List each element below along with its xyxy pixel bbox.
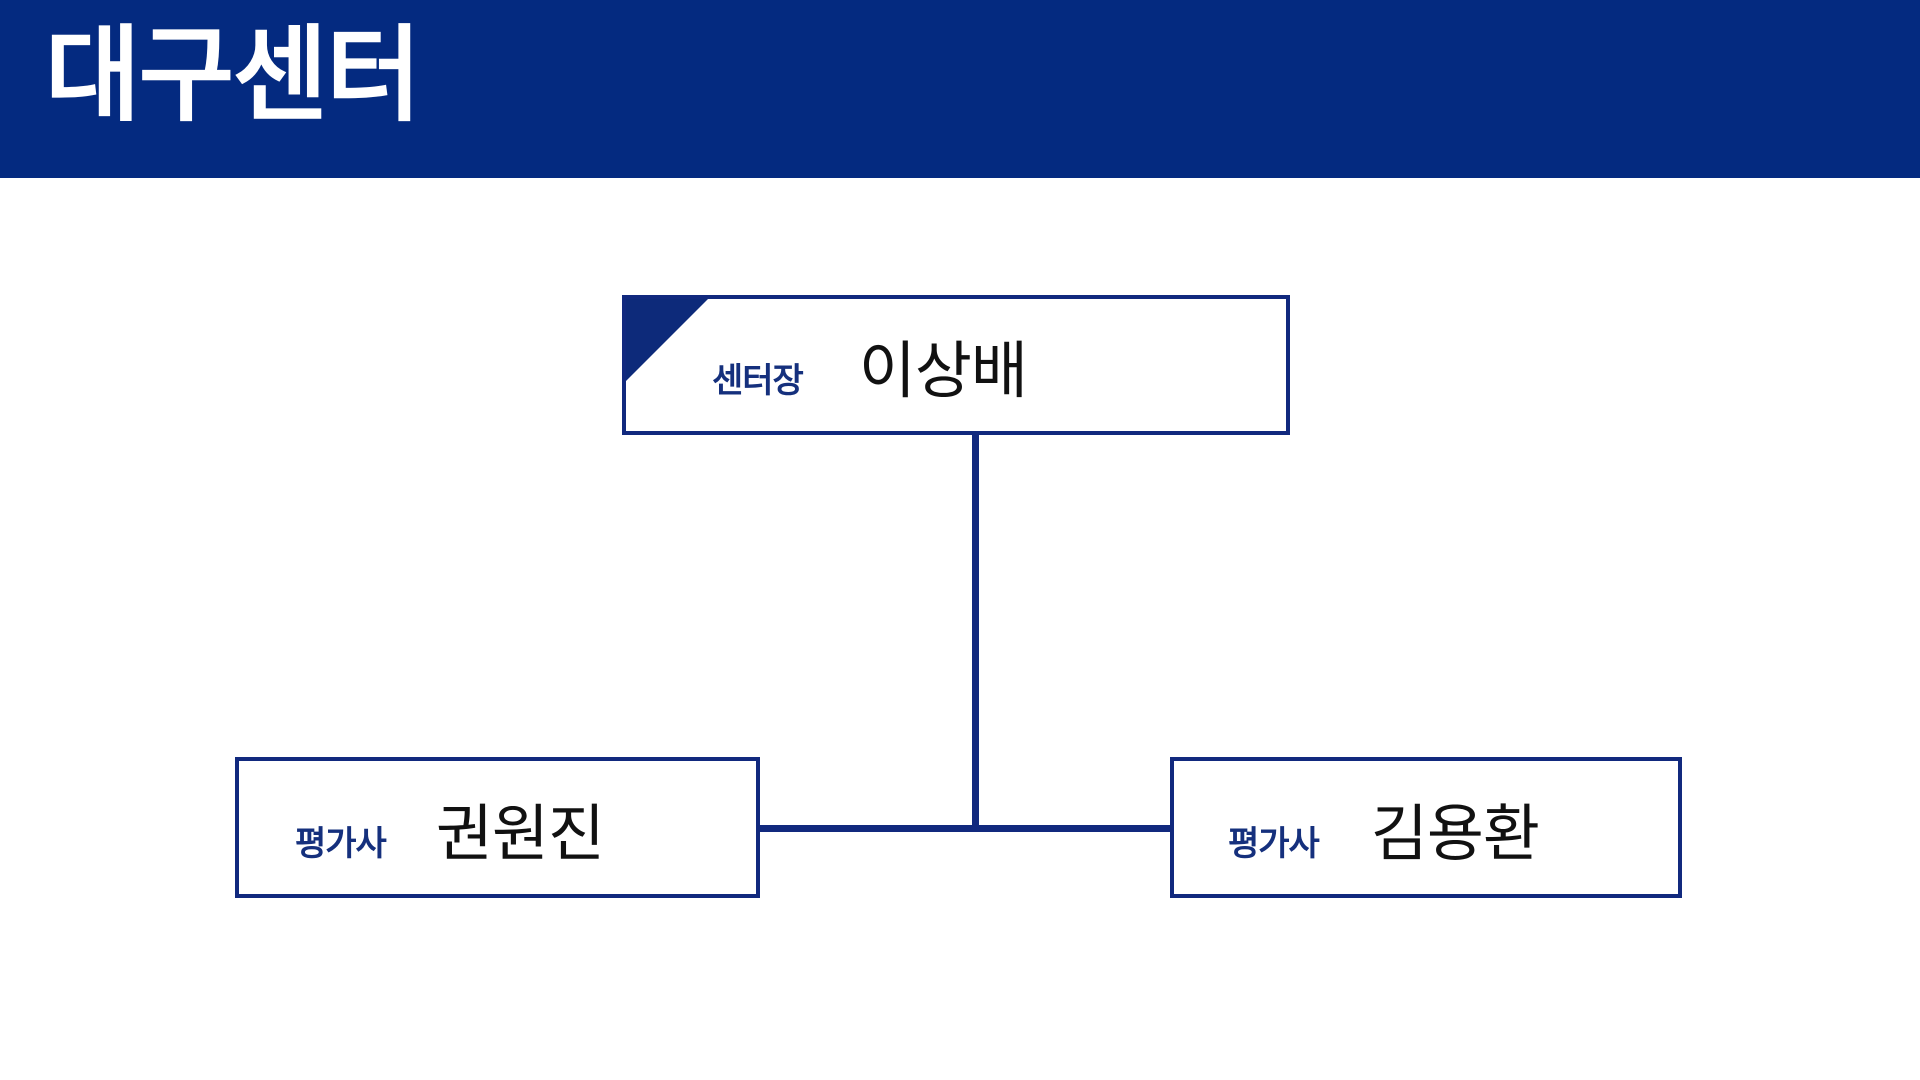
page-title: 대구센터 [45,18,422,134]
header-banner: 대구센터 [0,0,1920,178]
org-node-role-label: 센터장 [712,362,804,400]
org-node-person-name: 이상배 [858,337,1028,406]
org-node-person-name: 권원진 [435,799,605,869]
org-node-content: 평가사 김용환 [1228,783,1540,873]
corner-triangle-icon [626,299,708,381]
org-node-person-name: 김용환 [1370,799,1540,869]
org-node-content: 센터장 이상배 [712,320,1028,410]
org-node-center-director[interactable]: 센터장 이상배 [622,295,1290,435]
org-node-appraiser-left[interactable]: 평가사 권원진 [235,757,760,898]
org-node-appraiser-right[interactable]: 평가사 김용환 [1170,757,1682,898]
org-node-role-label: 평가사 [295,824,387,863]
connector-vertical-director-to-bus [972,435,979,829]
org-node-role-label: 평가사 [1228,824,1320,863]
connector-horizontal-bus [760,825,1172,832]
org-node-content: 평가사 권원진 [295,783,605,873]
org-chart-canvas: 센터장 이상배 평가사 권원진 평가사 김용환 [0,178,1920,1080]
